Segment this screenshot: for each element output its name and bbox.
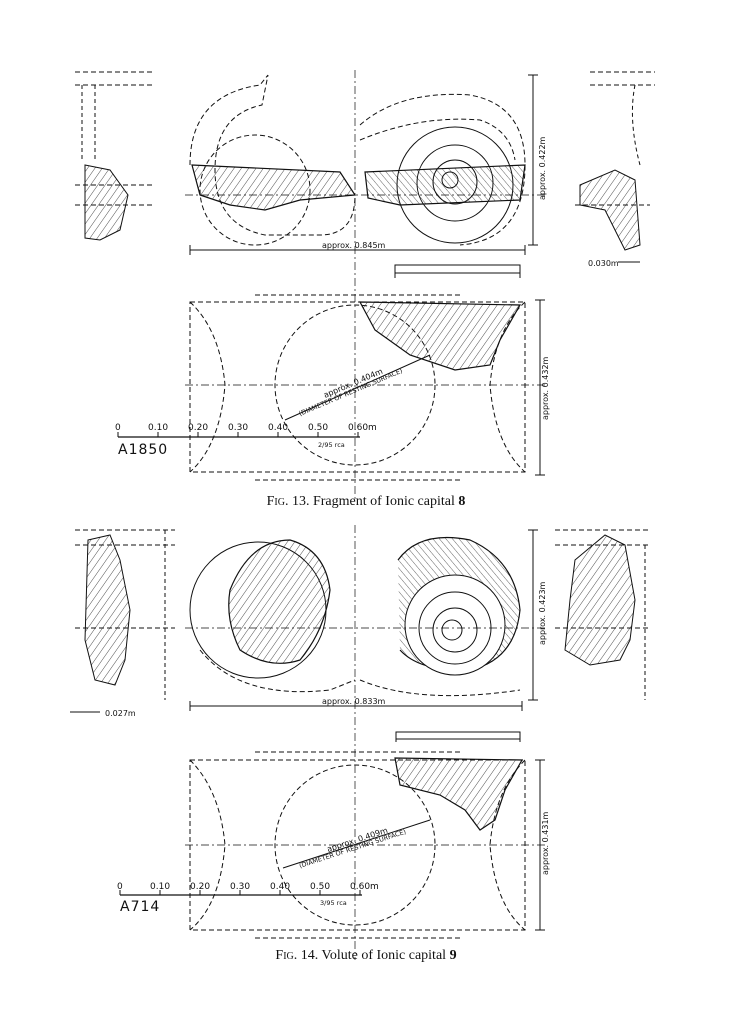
figure-14-caption: Fig. 14. Volute of Ionic capital 9: [0, 948, 732, 964]
fig13-initials: 2/95 rca: [318, 441, 345, 449]
figure-13-drawing: [75, 70, 655, 500]
fig13-width-label: approx. 0.845m: [322, 241, 386, 250]
scale-tick: 0.60m: [348, 423, 377, 433]
scale-tick: 0.20: [190, 882, 210, 892]
scale-tick: 0.50: [308, 423, 328, 433]
scale-tick: 0.40: [270, 882, 290, 892]
fig14-side-label: 0.027m: [105, 709, 136, 718]
fig14-scale-bar: [119, 890, 362, 896]
fig13-right-profile: [575, 71, 655, 263]
figure-13-caption: Fig. 13. Fragment of Ionic capital 8: [0, 494, 732, 510]
scale-tick: 0.10: [148, 423, 168, 433]
fig14-width-label: approx. 0.833m: [322, 697, 386, 706]
caption-prefix: Fig. 14.: [275, 948, 319, 963]
fig13-scale-ticks: 0 0.10 0.20 0.30 0.40 0.50 0.60m: [115, 423, 377, 433]
fig14-right-profile: [555, 529, 650, 700]
caption-prefix: Fig. 13.: [266, 494, 310, 509]
fig13-height-top-label: approx. 0.422m: [538, 136, 547, 200]
fig13-front-view: [185, 70, 545, 500]
scale-tick: 0.30: [228, 423, 248, 433]
fig13-diameter-note: (DIAMETER OF RESTING SURFACE): [298, 367, 404, 418]
fig14-front-view: [185, 525, 545, 960]
fig13-inventory: A1850: [118, 442, 168, 458]
caption-text: Volute of Ionic capital: [321, 948, 447, 963]
caption-number: 8: [458, 494, 466, 509]
caption-number: 9: [449, 948, 457, 963]
fig13-height-bottom-label: approx. 0.432m: [541, 356, 550, 420]
fig13-abacus-strip: [394, 264, 521, 278]
figure-14-drawing: [70, 525, 650, 960]
fig14-scale-ticks: 0 0.10 0.20 0.30 0.40 0.50 0.60m: [117, 882, 379, 892]
fig13-scale-bar: [117, 432, 360, 438]
fig14-height-bottom-label: approx. 0.431m: [541, 811, 550, 875]
fig13-left-profile: [75, 71, 155, 241]
scale-tick: 0.40: [268, 423, 288, 433]
scale-tick: 0.20: [188, 423, 208, 433]
caption-text: Fragment of Ionic capital: [312, 494, 455, 509]
fig14-plan-view: [185, 751, 545, 939]
fig14-abacus-strip: [395, 731, 521, 742]
scale-tick: 0: [117, 882, 123, 892]
fig14-diameter-note: (DIAMETER OF RESTING SURFACE): [298, 828, 407, 870]
fig14-initials: 3/95 rca: [320, 899, 347, 907]
fig14-inventory: A714: [120, 899, 160, 915]
scale-tick: 0.10: [150, 882, 170, 892]
scale-tick: 0.50: [310, 882, 330, 892]
scale-tick: 0.60m: [350, 882, 379, 892]
fig13-side-label: 0.030m: [588, 259, 619, 268]
scale-tick: 0: [115, 423, 121, 433]
fig14-left-profile: [70, 529, 175, 713]
scale-tick: 0.30: [230, 882, 250, 892]
fig14-height-top-label: approx. 0.423m: [538, 581, 547, 645]
fig13-plan-view: [185, 294, 545, 481]
